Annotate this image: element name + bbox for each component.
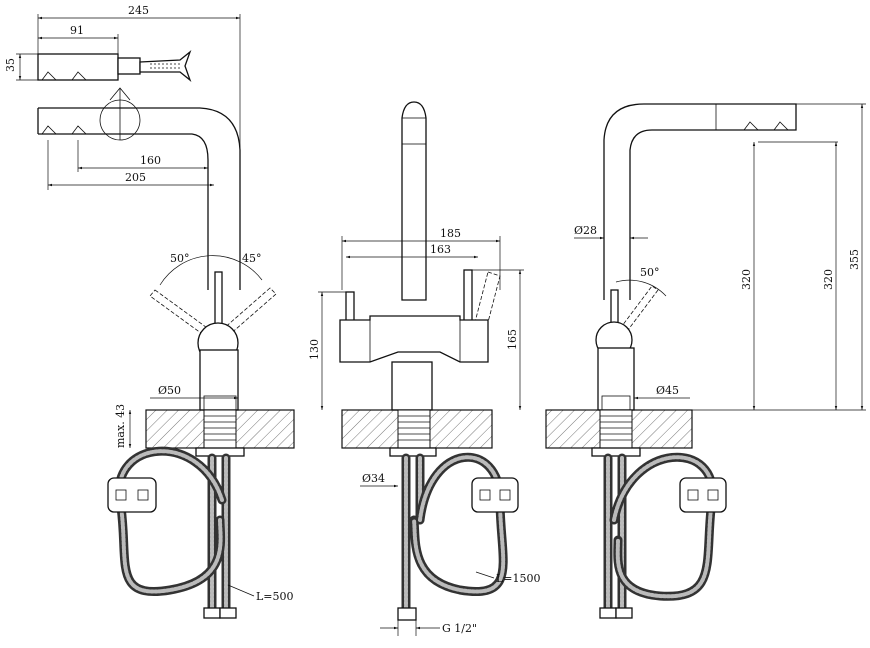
- dia-28-label: Ø28: [574, 224, 597, 237]
- max-43-label: max. 43: [114, 404, 127, 448]
- pullout-head-detached: [37, 50, 192, 82]
- dim-320b-label: 320: [822, 269, 835, 290]
- dim-91-label: 91: [70, 24, 84, 37]
- hose-l500-label: L=500: [256, 590, 294, 603]
- dim-160-label: 160: [140, 154, 161, 167]
- dim-320a-label: 320: [740, 269, 753, 290]
- right-angle-50-label: 50°: [640, 266, 660, 279]
- dim-35-label: 35: [4, 58, 17, 72]
- right-view: Ø28 50° Ø45 320 320 355: [545, 103, 866, 619]
- dim-185-label: 185: [440, 227, 461, 240]
- dim-163-label: 163: [430, 243, 451, 256]
- side-view: 245 91 35 160 205 50° 45°: [4, 4, 295, 619]
- dim-130-label: 130: [308, 339, 321, 360]
- dim-165-label: 165: [506, 329, 519, 350]
- dim-355-label: 355: [848, 249, 861, 270]
- dim-245-label: 245: [128, 4, 149, 17]
- thread-label: G 1/2": [442, 622, 477, 635]
- dia-50-label: Ø50: [158, 384, 181, 397]
- angle-45-label: 45°: [242, 252, 262, 265]
- side-spout: [37, 87, 241, 290]
- angle-50-label: 50°: [170, 252, 190, 265]
- front-view: 185 163 130 165 Ø34: [308, 101, 541, 636]
- dim-205-label: 205: [125, 171, 146, 184]
- dia-34-label: Ø34: [362, 472, 385, 485]
- hose-l1500-label: L=1500: [496, 572, 541, 585]
- dia-45-label: Ø45: [656, 384, 679, 397]
